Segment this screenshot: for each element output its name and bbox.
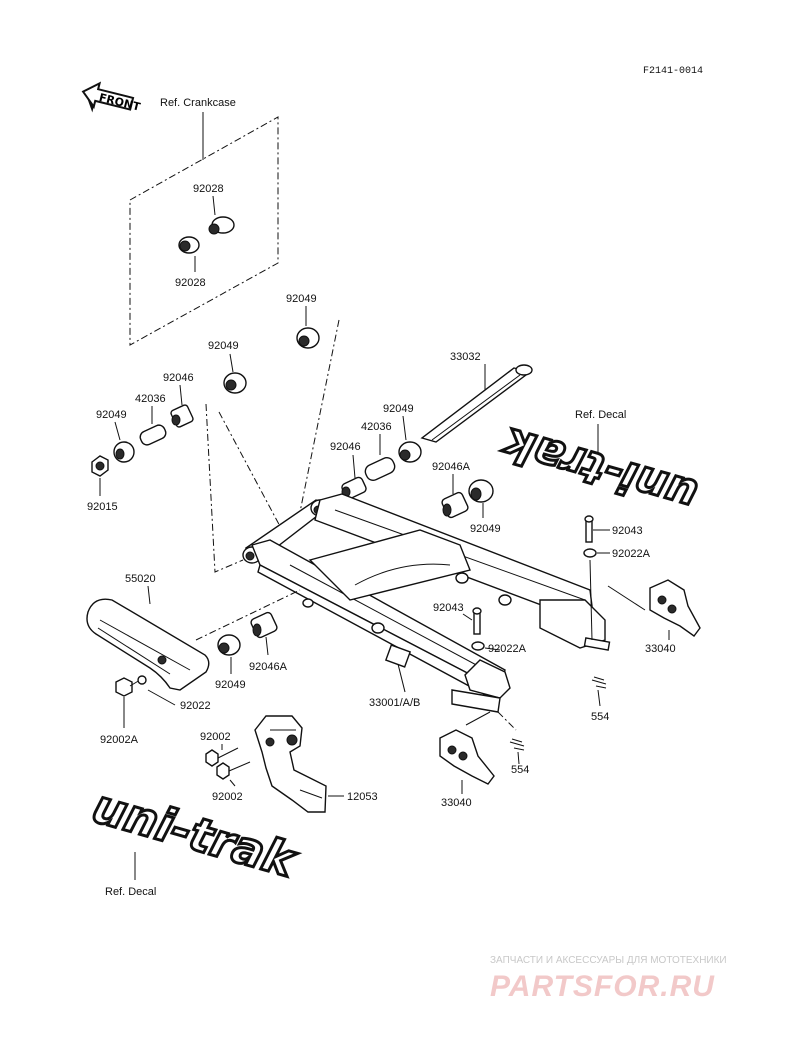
label-92049-top: 92049 (286, 293, 317, 305)
pivot-shaft-33032 (420, 364, 533, 443)
swing-arm-33001 (242, 493, 611, 713)
seal-92049-left-top (223, 372, 247, 394)
label-92002-bottom: 92002 (212, 791, 243, 803)
label-42036-right: 42036 (361, 421, 392, 433)
bushing-92046-left (170, 404, 194, 428)
sleeve-42036-left (139, 424, 167, 446)
decal-text-left: uni-trak (87, 779, 303, 889)
label-554-left: 554 (511, 764, 529, 776)
label-92046-left: 92046 (163, 372, 194, 384)
sleeve-42036-right (364, 457, 396, 481)
label-92049-left: 92049 (96, 409, 127, 421)
label-33040-left: 33040 (441, 797, 472, 809)
adjuster-33040-right (649, 579, 701, 637)
label-12053: 12053 (347, 791, 378, 803)
seal-92049-mid (468, 479, 494, 503)
bushing-92028-bottom (178, 236, 200, 254)
washer-92022A-left (471, 641, 485, 651)
bolt-92002-top (205, 747, 239, 767)
seal-92049-top (296, 327, 320, 349)
label-92046A-left: 92046A (249, 661, 288, 673)
decal-uni-trak-right: uni-trak (495, 415, 705, 522)
bushing-92046A-right (441, 491, 469, 519)
watermark-caption: ЗАПЧАСТИ И АКСЕССУАРЫ ДЛЯ МОТОТЕХНИКИ (490, 955, 727, 966)
label-92022A-left: 92022A (488, 643, 527, 655)
seal-92049-left (113, 441, 135, 463)
label-92022A-right: 92022A (612, 548, 651, 560)
washer-92022A-right (583, 548, 597, 558)
label-92015: 92015 (87, 501, 118, 513)
label-92043-right: 92043 (612, 525, 643, 537)
label-92022: 92022 (180, 700, 211, 712)
bushing-92046-right (341, 476, 367, 500)
nut-92015 (91, 455, 109, 477)
cotter-pin-554-right (591, 676, 607, 689)
ref-decal-left-label: Ref. Decal (105, 886, 156, 898)
decal-text-right: uni-trak (497, 417, 704, 521)
chain-guide-55020 (86, 598, 210, 691)
label-92049-right: 92049 (383, 403, 414, 415)
seal-92049-right (398, 441, 422, 463)
crankcase-ref-box (129, 116, 279, 346)
label-55020: 55020 (125, 573, 156, 585)
bushing-92046A-left (250, 611, 278, 639)
label-33040-right: 33040 (645, 643, 676, 655)
label-92028-top: 92028 (193, 183, 224, 195)
label-33032: 33032 (450, 351, 481, 363)
label-92046A-right: 92046A (432, 461, 471, 473)
label-92043-left: 92043 (433, 602, 464, 614)
label-92046-right: 92046 (330, 441, 361, 453)
decal-uni-trak-left: uni-trak (85, 777, 304, 890)
seal-92049-bottom (217, 634, 241, 656)
label-42036-left: 42036 (135, 393, 166, 405)
label-33001: 33001/A/B (369, 697, 420, 709)
washer-92022 (137, 675, 147, 685)
label-92028-bottom: 92028 (175, 277, 206, 289)
bolt-92002-bottom (216, 761, 251, 780)
ref-decal-right-label: Ref. Decal (575, 409, 626, 421)
bolt-92043-left (472, 607, 482, 635)
label-92002A: 92002A (100, 734, 139, 746)
ref-crankcase-label: Ref. Crankcase (160, 97, 236, 109)
cotter-pin-554-left (509, 738, 525, 751)
label-554-right: 554 (591, 711, 609, 723)
bushing-92028-top (208, 216, 235, 235)
front-arrow-icon: FRONT (81, 81, 142, 114)
bolt-92043-right (584, 515, 594, 543)
label-92002-top: 92002 (200, 731, 231, 743)
label-92049-left-top: 92049 (208, 340, 239, 352)
diagram-code: F2141-0014 (643, 66, 703, 77)
adjuster-33040-left (439, 729, 495, 785)
chain-guard-12053 (254, 715, 327, 813)
label-92049-mid: 92049 (470, 523, 501, 535)
bolt-92002A (115, 677, 141, 697)
watermark-brand: PARTSFOR.RU (490, 970, 715, 1003)
label-92049-bottom: 92049 (215, 679, 246, 691)
